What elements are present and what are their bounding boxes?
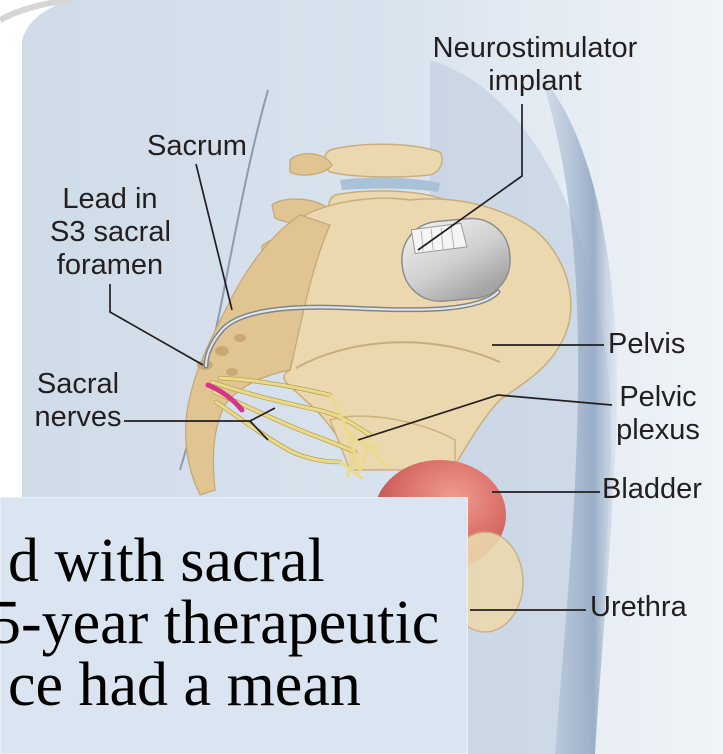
text-box-line: ce had a mean <box>8 654 361 716</box>
label-sacrum: Sacrum <box>137 130 257 163</box>
label-pelvic-plexus: Pelvic plexus <box>608 381 708 447</box>
label-line: Pelvis <box>608 328 685 361</box>
label-line: nerves <box>28 401 128 434</box>
label-line: Lead in <box>50 183 170 216</box>
label-line: Neurostimulator <box>410 32 660 65</box>
label-line: Sacral <box>28 368 128 401</box>
label-urethra: Urethra <box>590 591 687 624</box>
label-line: Pelvic <box>608 381 708 414</box>
label-neurostimulator-implant: Neurostimulator implant <box>410 32 660 98</box>
text-box-line: d with sacral <box>8 530 325 592</box>
label-line: foramen <box>50 249 170 282</box>
text-box-line: 5-year therapeutic <box>0 592 439 654</box>
label-bladder: Bladder <box>602 473 702 506</box>
label-lead-in-s3: Lead in S3 sacral foramen <box>50 183 170 282</box>
label-line: implant <box>410 65 660 98</box>
label-line: plexus <box>608 414 708 447</box>
label-line: Bladder <box>602 473 702 506</box>
label-line: S3 sacral <box>50 216 170 249</box>
label-line: Sacrum <box>137 130 257 163</box>
overlay-text-box: d with sacral 5-year therapeutic ce had … <box>0 497 468 754</box>
label-sacral-nerves: Sacral nerves <box>28 368 128 434</box>
label-line: Urethra <box>590 591 687 624</box>
label-pelvis: Pelvis <box>608 328 685 361</box>
